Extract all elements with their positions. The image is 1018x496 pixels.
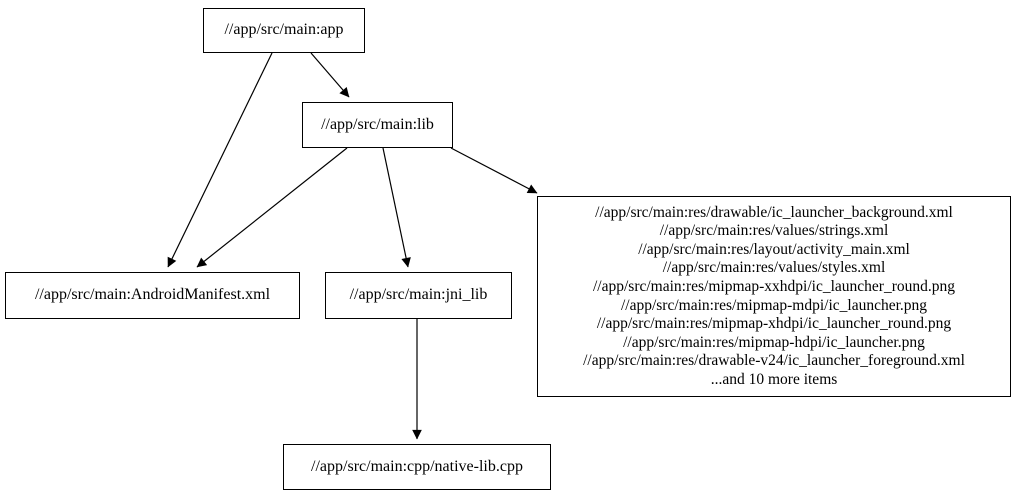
res-file-line: //app/src/main:res/layout/activity_main.… bbox=[638, 240, 910, 258]
node-jni-lib: //app/src/main:jni_lib bbox=[325, 272, 512, 319]
res-file-line: //app/src/main:res/mipmap-mdpi/ic_launch… bbox=[620, 296, 928, 314]
res-file-line: //app/src/main:res/drawable-v24/ic_launc… bbox=[583, 352, 965, 370]
edge-lib-to-manifest bbox=[196, 147, 348, 268]
node-android-manifest: //app/src/main:AndroidManifest.xml bbox=[5, 272, 300, 319]
res-file-line: //app/src/main:res/mipmap-xxhdpi/ic_laun… bbox=[592, 277, 955, 295]
res-file-line: //app/src/main:res/drawable/ic_launcher_… bbox=[595, 203, 953, 221]
edge-app-to-manifest bbox=[167, 52, 273, 268]
node-res-files-group: //app/src/main:res/drawable/ic_launcher_… bbox=[537, 196, 1011, 397]
node-lib-label: //app/src/main:lib bbox=[321, 115, 434, 133]
res-file-line: //app/src/main:res/mipmap-hdpi/ic_launch… bbox=[623, 333, 925, 351]
res-file-line: //app/src/main:res/values/strings.xml bbox=[659, 222, 889, 240]
edge-lib-to-jni-lib bbox=[382, 147, 411, 268]
res-more-items-line: ...and 10 more items bbox=[710, 370, 838, 388]
res-file-line: //app/src/main:res/values/styles.xml bbox=[662, 259, 886, 277]
node-native-lib-cpp-label: //app/src/main:cpp/native-lib.cpp bbox=[311, 457, 523, 475]
node-native-lib-cpp: //app/src/main:cpp/native-lib.cpp bbox=[283, 444, 551, 490]
node-app-label: //app/src/main:app bbox=[224, 21, 344, 39]
node-app: //app/src/main:app bbox=[203, 8, 365, 53]
node-lib: //app/src/main:lib bbox=[302, 102, 453, 148]
res-file-line: //app/src/main:res/mipmap-xhdpi/ic_launc… bbox=[596, 315, 952, 333]
edge-app-to-lib bbox=[310, 52, 350, 98]
node-android-manifest-label: //app/src/main:AndroidManifest.xml bbox=[34, 286, 271, 304]
node-jni-lib-label: //app/src/main:jni_lib bbox=[349, 286, 488, 304]
edge-lib-to-res bbox=[450, 147, 538, 194]
